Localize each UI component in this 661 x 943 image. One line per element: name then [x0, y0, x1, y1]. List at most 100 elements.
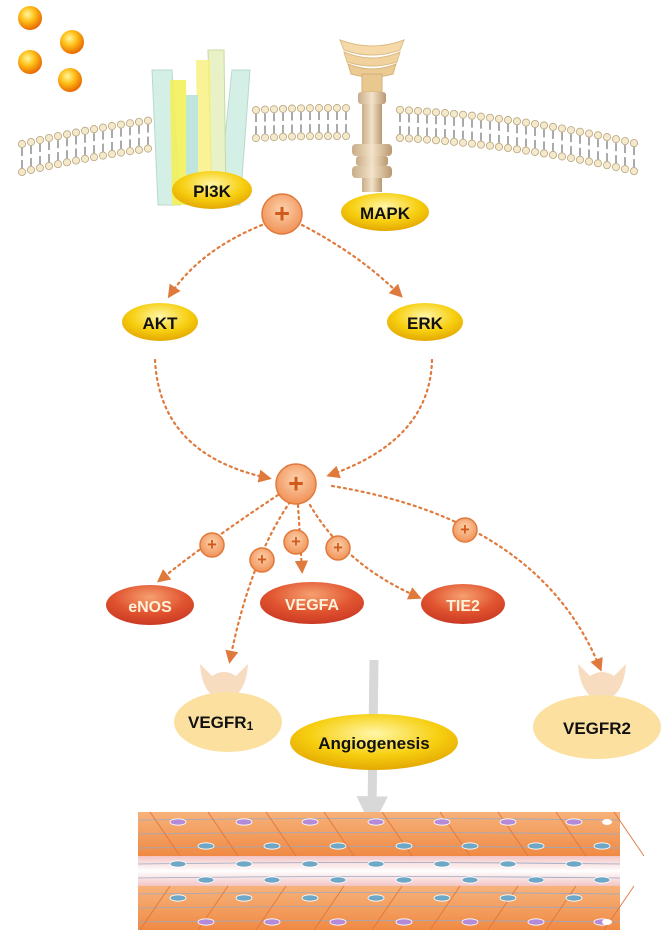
lipid-head	[413, 106, 422, 115]
akt-node[interactable]: AKT	[122, 303, 198, 341]
lipid-head	[603, 133, 612, 142]
cell-nucleus	[367, 860, 385, 868]
signal-arrows	[153, 223, 603, 672]
lipid-head	[458, 110, 467, 119]
vegfr1-receptor[interactable]: VEGFR1	[174, 664, 282, 752]
lipid-head	[17, 168, 26, 177]
erk-node[interactable]: ERK	[387, 303, 463, 341]
lipid-head	[449, 137, 458, 146]
lipid-head	[404, 106, 413, 115]
ligand-ball	[58, 68, 82, 92]
lipid-head	[558, 152, 567, 161]
mapk-label: MAPK	[360, 204, 411, 223]
cell-border	[487, 885, 519, 931]
activation-symbols: +++++++	[199, 193, 478, 573]
lipid-head	[251, 134, 260, 143]
cell-nucleus	[329, 876, 347, 884]
lipid-head	[117, 120, 126, 129]
lipid-head	[99, 123, 108, 132]
lipid-head	[63, 130, 72, 139]
lipid-head	[108, 122, 117, 131]
pi3k-node[interactable]: PI3K	[172, 171, 252, 209]
ligand-molecules	[18, 6, 84, 92]
vessel-end-cap	[602, 919, 612, 925]
vessel-strand	[137, 818, 621, 821]
cell-nucleus	[433, 894, 451, 902]
enos-node[interactable]: eNOS	[106, 585, 194, 625]
cell-border	[149, 811, 181, 857]
activation-plus-vegfr1: +	[249, 547, 275, 573]
cell-border	[429, 885, 461, 931]
tie2-label: TIE2	[446, 598, 480, 615]
tie2-node[interactable]: TIE2	[421, 584, 505, 624]
lipid-head	[621, 165, 630, 174]
arrow-hub-to-tie2	[308, 503, 422, 600]
lipid-head	[278, 104, 287, 113]
vegfr2-receptor[interactable]: VEGFR2	[533, 664, 661, 759]
lipid-head	[549, 122, 558, 131]
lipid-head	[449, 109, 458, 118]
lipid-head	[413, 134, 422, 143]
cell-border	[555, 811, 587, 857]
cell-border	[265, 811, 297, 857]
cell-nucleus	[433, 860, 451, 868]
vegfa-label: VEGFA	[285, 597, 340, 614]
plus-symbol: +	[333, 539, 342, 557]
cell-nucleus	[499, 894, 517, 902]
plus-symbol: +	[257, 551, 266, 569]
lipid-head	[126, 147, 135, 156]
cell-border	[313, 885, 345, 931]
lipid-head	[558, 124, 567, 133]
cell-nucleus	[169, 818, 187, 826]
lipid-head	[431, 136, 440, 145]
lipid-head	[612, 163, 621, 172]
lipid-head	[476, 112, 485, 121]
cell-nucleus	[263, 876, 281, 884]
lipid-head	[314, 132, 323, 141]
lipid-head	[36, 163, 45, 172]
cell-nucleus	[565, 860, 583, 868]
cell-nucleus	[527, 876, 545, 884]
ligand-ball	[18, 50, 42, 74]
vegfa-node[interactable]: VEGFA	[260, 582, 364, 624]
lipid-head	[143, 144, 152, 153]
cell-nucleus	[263, 842, 281, 850]
lipid-head	[26, 137, 35, 146]
plus-symbol: +	[207, 536, 216, 554]
lipid-head	[404, 134, 413, 143]
activation-plus-hub: +	[275, 463, 317, 505]
mapk-node[interactable]: MAPK	[341, 193, 429, 231]
lipid-head	[287, 104, 296, 113]
lipid-head	[323, 132, 332, 141]
cell-nucleus	[301, 894, 319, 902]
plus-symbol: +	[274, 198, 290, 228]
angiogenesis-label: Angiogenesis	[318, 734, 429, 753]
lipid-head	[630, 139, 639, 148]
angiogenesis-node[interactable]: Angiogenesis	[290, 714, 458, 770]
activation-plus-vegfa: +	[283, 529, 309, 555]
lipid-head	[305, 104, 314, 113]
lipid-head	[296, 132, 305, 141]
activation-plus-pi3k: +	[261, 193, 303, 235]
lipid-head	[251, 106, 260, 115]
cell-nucleus	[235, 818, 253, 826]
cell-nucleus	[395, 842, 413, 850]
lipid-head	[422, 135, 431, 144]
arrow-hub-to-vegfr1	[225, 500, 292, 664]
lipid-head	[269, 105, 278, 114]
lipid-head	[440, 109, 449, 118]
vegfr2-body	[533, 695, 661, 759]
lipid-head	[54, 160, 63, 169]
lipid-head	[476, 140, 485, 149]
lipid-head	[513, 117, 522, 126]
ligand-ball	[60, 30, 84, 54]
cell-nucleus	[329, 918, 347, 926]
lipid-head	[422, 107, 431, 116]
cell-nucleus	[235, 894, 253, 902]
cell-nucleus	[527, 918, 545, 926]
cell-nucleus	[395, 918, 413, 926]
cell-nucleus	[329, 842, 347, 850]
lipid-head	[72, 128, 81, 137]
lipid-head	[134, 117, 143, 126]
lipid-head	[296, 104, 305, 113]
